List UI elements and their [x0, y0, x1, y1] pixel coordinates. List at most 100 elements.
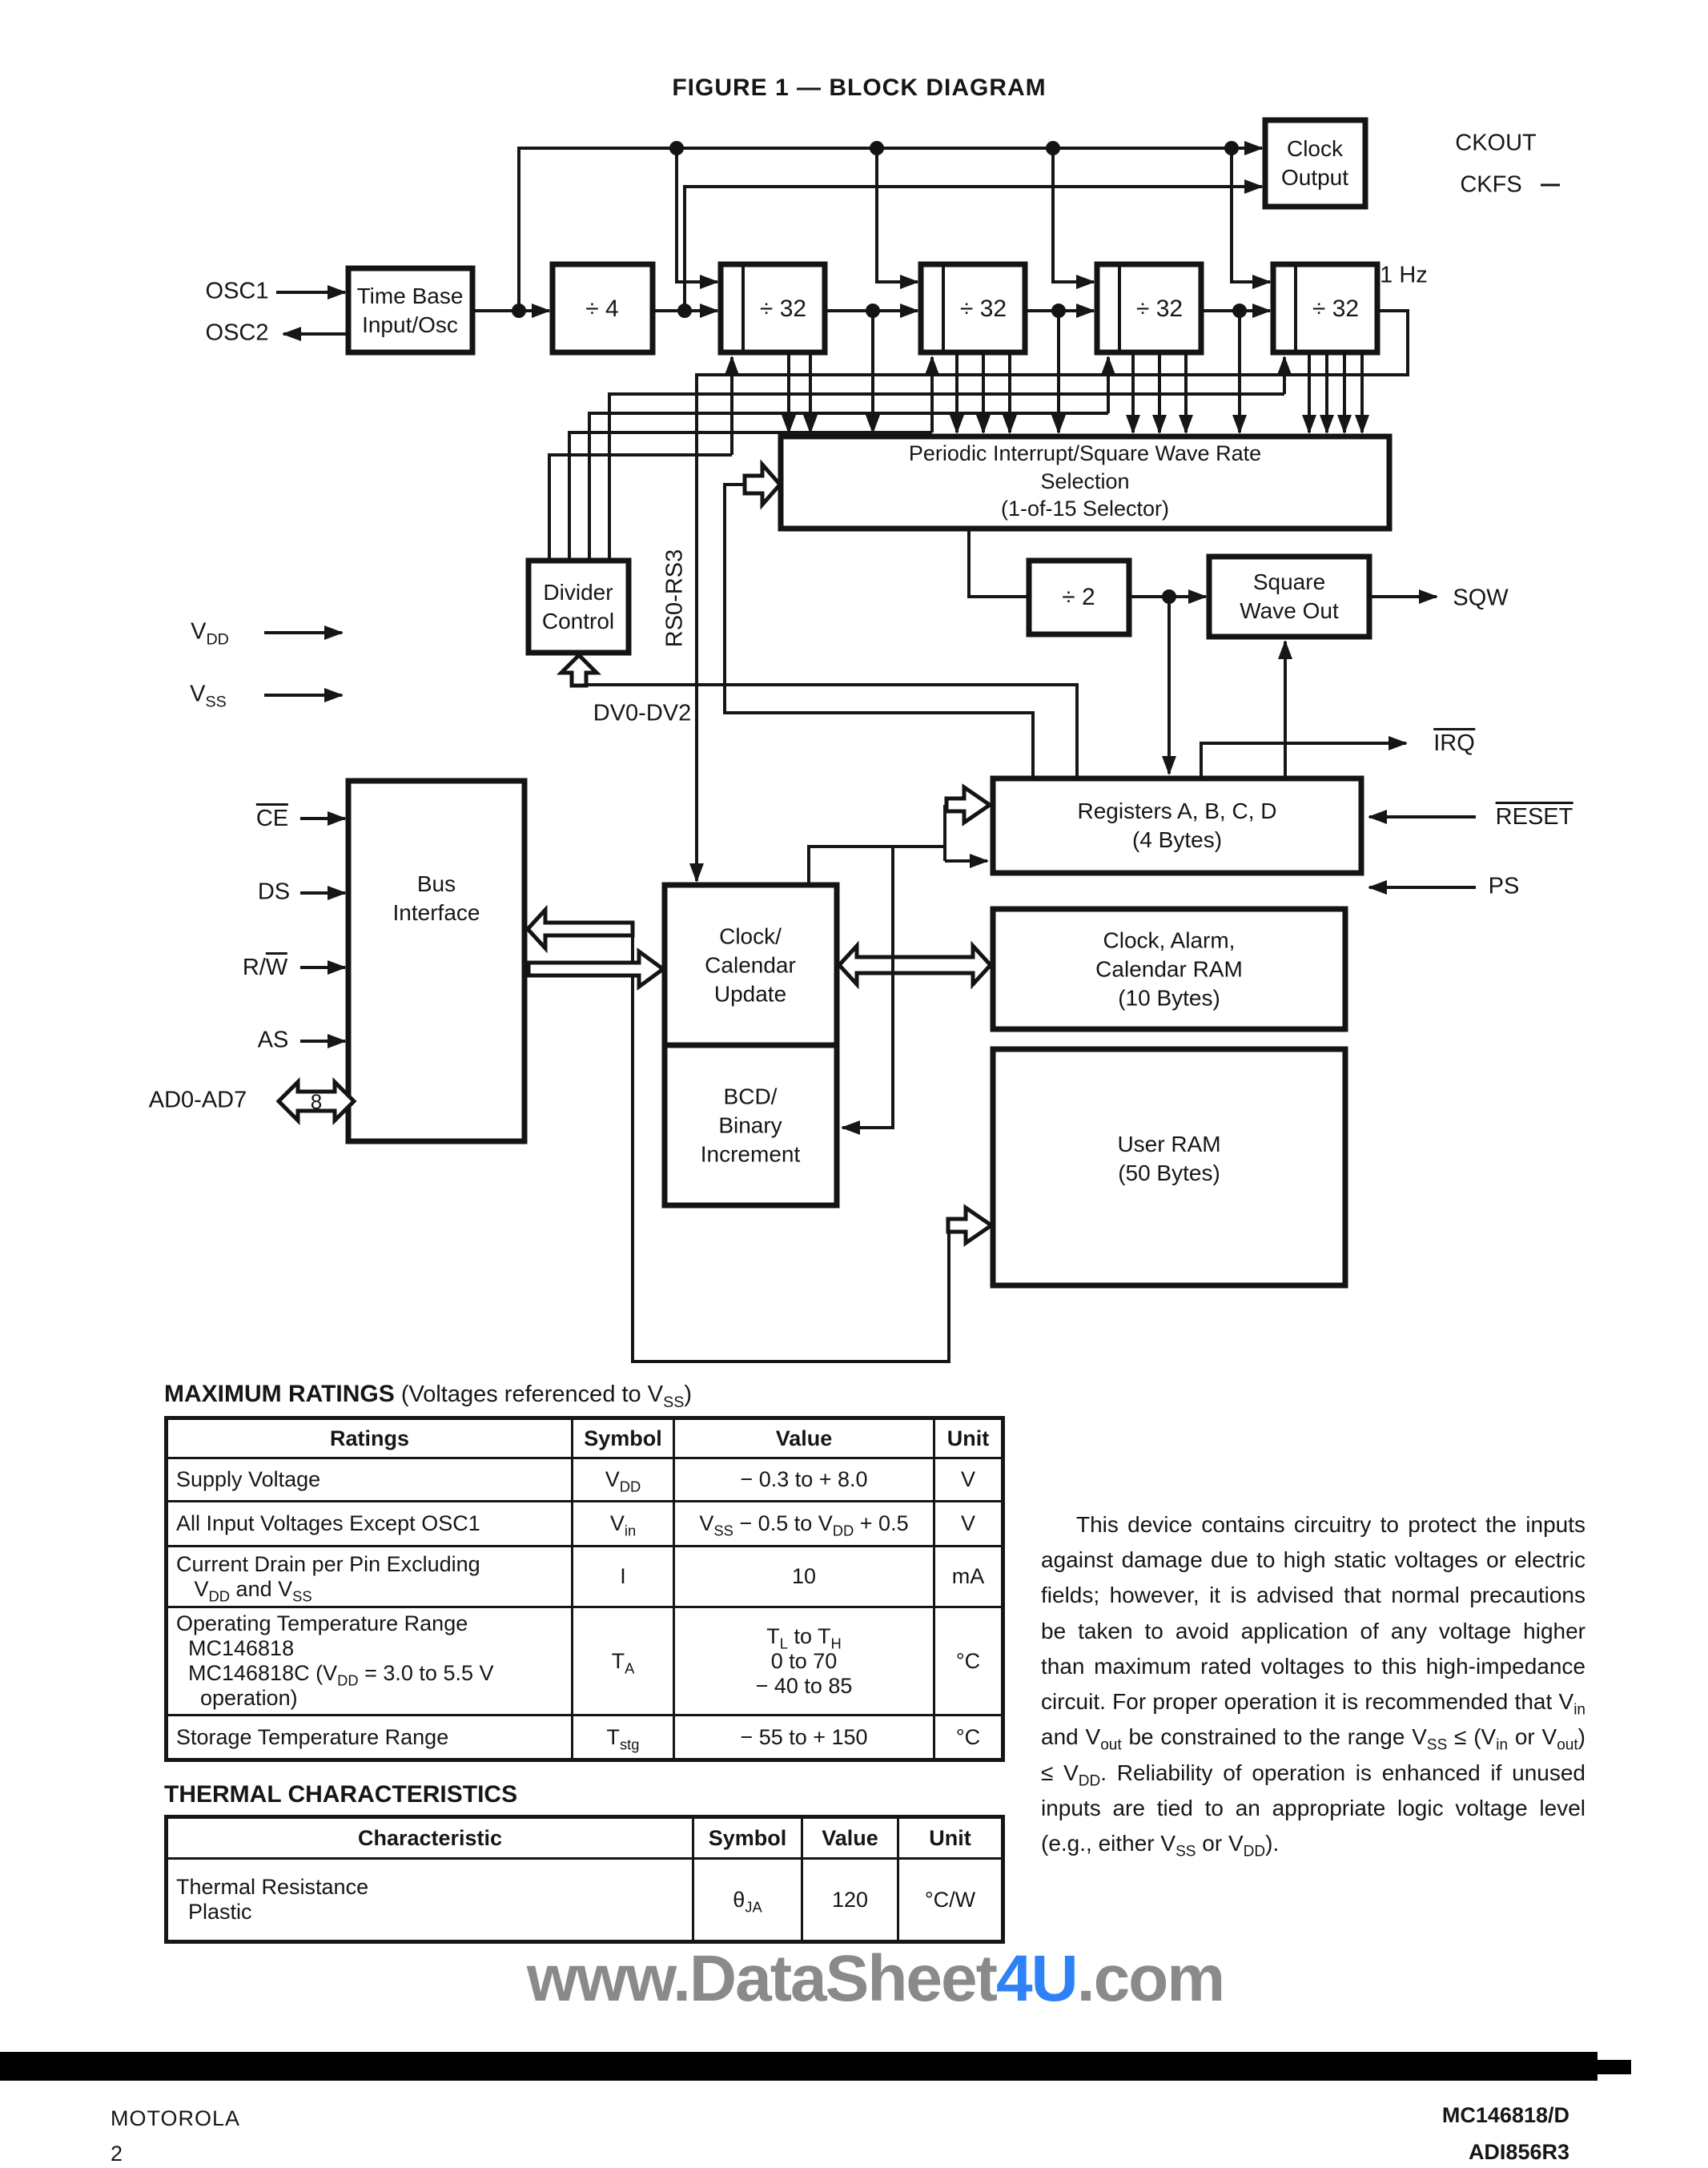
div32-box-4	[1270, 261, 1380, 356]
max-ratings-heading: MAXIMUM RATINGS (Voltages referenced to …	[164, 1381, 693, 1411]
div2-label: ÷ 2	[1062, 583, 1095, 610]
one-hz-wire	[689, 309, 1409, 883]
thermal-table: Characteristic Symbol Value Unit Thermal…	[164, 1815, 1005, 1944]
pin-reset: RESET	[1495, 802, 1573, 831]
selector-to-div2-wire	[967, 529, 1027, 598]
dv0-dv2-label: DV0-DV2	[593, 700, 692, 726]
value-cell: VSS − 0.5 to VDD + 0.5	[673, 1500, 935, 1547]
bus-interface-box	[345, 778, 528, 1144]
symbol-cell: Tstg	[571, 1714, 675, 1761]
characteristic-cell: Thermal Resistance Plastic	[165, 1857, 694, 1943]
symbol-cell: VDD	[571, 1457, 675, 1502]
bus-arrows	[275, 459, 995, 1247]
table-row: Storage Temperature Range Tstg − 55 to +…	[165, 1714, 1004, 1761]
square-wave-out-box	[1206, 553, 1372, 640]
timebase-box	[345, 265, 476, 356]
unit-cell: V	[933, 1457, 1004, 1502]
clock-alarm-ram-box	[990, 906, 1348, 1032]
div32-label-1: ÷ 32	[759, 295, 807, 322]
ad-bus-double-arrow	[275, 1076, 357, 1126]
div32-label-4: ÷ 32	[1312, 295, 1360, 322]
dv0-dv2-wire	[581, 683, 1079, 778]
diagram-blocks	[345, 117, 1393, 1289]
table-header-row: Characteristic Symbol Value Unit	[165, 1816, 1004, 1860]
bcd-binary-increment-box	[661, 1042, 840, 1209]
col-value: Value	[673, 1417, 935, 1459]
symbol-cell: TA	[571, 1606, 675, 1716]
pin-ce: CE	[255, 803, 289, 832]
pin-ckout: CKOUT	[1455, 130, 1537, 156]
pin-ad0-ad7: AD0-AD7	[148, 1087, 247, 1113]
table-row: Operating Temperature Range MC146818 MC1…	[165, 1606, 1004, 1716]
pin-ds: DS	[257, 879, 291, 905]
update-to-registers-wire	[807, 845, 945, 885]
ad-bus-width: 8	[310, 1089, 323, 1114]
col-symbol: Symbol	[692, 1816, 803, 1860]
one-hz-label: 1 Hz	[1380, 262, 1428, 288]
div32-strips	[741, 264, 1297, 352]
watermark-suffix: .com	[1076, 1942, 1225, 2015]
bus-to-userram-wire	[631, 929, 950, 1363]
pin-vdd: VDD	[191, 618, 229, 649]
value-cell: 120	[801, 1857, 899, 1943]
clock-calendar-update-box	[661, 882, 840, 1048]
div4-clockout-wire	[683, 179, 1264, 311]
col-ratings: Ratings	[165, 1417, 573, 1459]
col-value: Value	[801, 1816, 899, 1860]
footer-page-number: 2	[111, 2142, 123, 2166]
clock-alarm-ram-label: Clock, Alarm,Calendar RAM(10 Bytes)	[1095, 927, 1243, 1010]
value-cell: − 0.3 to + 8.0	[673, 1457, 935, 1502]
unit-cell: V	[933, 1500, 1004, 1547]
footer-brand: MOTOROLA	[111, 2106, 241, 2130]
divider-control-box	[525, 557, 632, 656]
clock-output-box	[1262, 117, 1368, 210]
value-cell: 10	[673, 1545, 935, 1608]
div32-label-2: ÷ 32	[959, 295, 1007, 322]
col-characteristic: Characteristic	[165, 1816, 694, 1860]
pin-rw: R/W	[243, 952, 288, 981]
irq-wire	[1200, 736, 1408, 778]
pin-ckfs: CKFS	[1460, 171, 1522, 198]
user-ram-label: User RAM(50 Bytes)	[1117, 1132, 1221, 1185]
col-symbol: Symbol	[571, 1417, 675, 1459]
pin-osc1: OSC1	[205, 278, 269, 304]
unit-cell: mA	[933, 1545, 1004, 1608]
pin-as: AS	[257, 1027, 289, 1053]
symbol-cell: θJA	[692, 1857, 803, 1943]
unit-cell: °C/W	[897, 1857, 1004, 1943]
watermark-accent: 4U	[995, 1942, 1079, 2015]
osc-top-bus-wire	[517, 141, 1264, 311]
watermark-prefix: www.DataSheet	[526, 1942, 998, 2015]
figure-title: FIGURE 1 — BLOCK DIAGRAM	[672, 74, 1047, 101]
table-row: Supply Voltage VDD − 0.3 to + 8.0 V	[165, 1457, 1004, 1502]
user-ram-input-arrow	[946, 1204, 995, 1247]
user-ram-box	[990, 1046, 1348, 1289]
value-cell: − 55 to + 150	[673, 1714, 935, 1761]
watermark: www.DataSheet4U.com	[526, 1941, 1225, 2017]
max-ratings-table: Ratings Symbol Value Unit Supply Voltage…	[164, 1416, 1005, 1762]
col-unit: Unit	[933, 1417, 1004, 1459]
div2-box	[1026, 557, 1132, 638]
registers-box	[990, 775, 1364, 876]
div32-label-3: ÷ 32	[1135, 295, 1184, 322]
div32-box-3	[1094, 261, 1204, 356]
pin-irq: IRQ	[1433, 728, 1475, 757]
unit-cell: °C	[933, 1714, 1004, 1761]
table-row: Current Drain per Pin Excluding VDD and …	[165, 1545, 1004, 1608]
rating-cell: Current Drain per Pin Excluding VDD and …	[165, 1545, 573, 1608]
div32-box-2	[918, 261, 1028, 356]
symbol-cell: I	[571, 1545, 675, 1608]
rating-cell: Supply Voltage	[165, 1457, 573, 1502]
footer-doc-rev: ADI856R3	[1468, 2140, 1569, 2164]
div4-label: ÷ 4	[585, 295, 619, 322]
registers-input-arrow	[944, 783, 994, 827]
max-ratings-heading-note: (Voltages referenced to VSS)	[400, 1382, 693, 1411]
